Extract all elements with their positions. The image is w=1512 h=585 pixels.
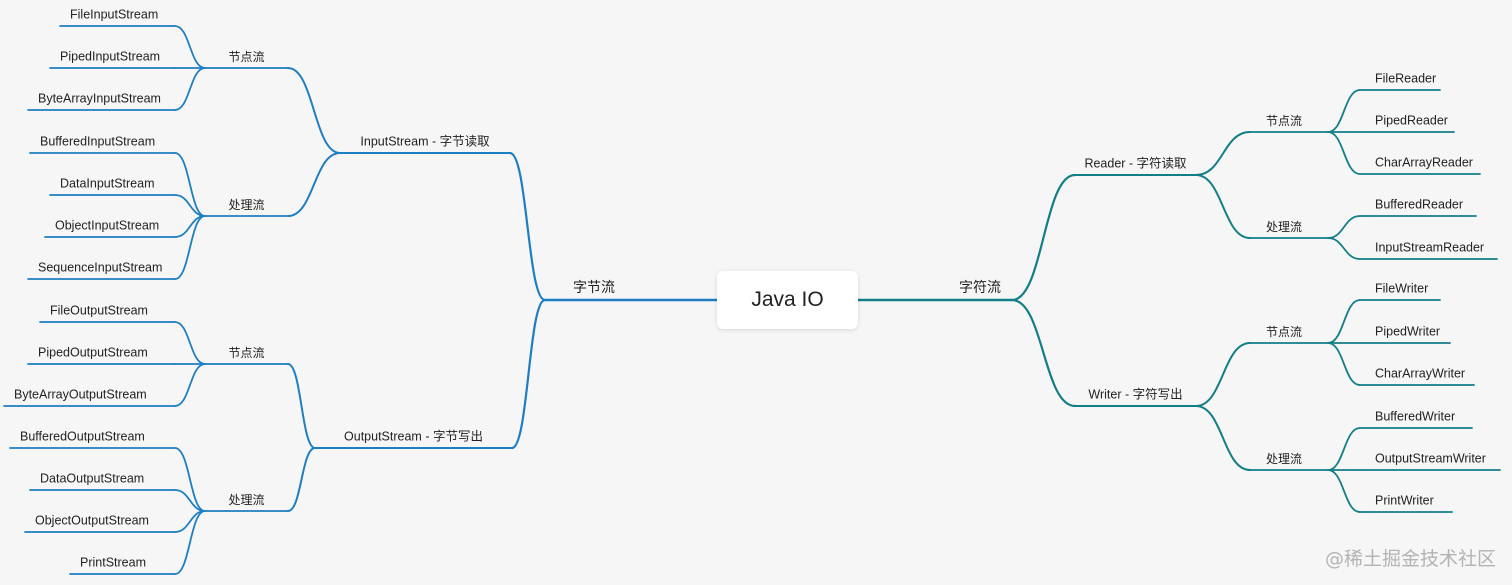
leaf-connector bbox=[174, 194, 206, 217]
level2-connector bbox=[1195, 342, 1251, 407]
level1-connector bbox=[1010, 173, 1077, 302]
leaf-connector bbox=[1327, 89, 1361, 133]
leaf-label[interactable]: CharArrayReader bbox=[1375, 155, 1473, 170]
leaf-label[interactable]: InputStreamReader bbox=[1375, 240, 1485, 255]
level2-connector bbox=[287, 152, 341, 217]
level2-label[interactable]: 处理流 bbox=[1265, 220, 1303, 234]
leaf-connector bbox=[174, 67, 206, 111]
leaf-label[interactable]: OutputStreamWriter bbox=[1375, 451, 1486, 466]
leaf-label[interactable]: BufferedOutputStream bbox=[20, 429, 145, 444]
leaf-label[interactable]: FileWriter bbox=[1375, 281, 1429, 296]
level2-label[interactable]: 节点流 bbox=[1265, 325, 1303, 339]
leaf-connector bbox=[174, 447, 206, 512]
main-branch-label[interactable]: 字节流 bbox=[573, 279, 615, 295]
leaf-label[interactable]: SequenceInputStream bbox=[38, 260, 163, 275]
level2-connector bbox=[1195, 131, 1251, 176]
leaf-connector bbox=[174, 152, 206, 217]
leaf-label[interactable]: FileReader bbox=[1375, 71, 1437, 86]
leaf-label[interactable]: PipedInputStream bbox=[60, 49, 161, 64]
leaf-label[interactable]: BufferedReader bbox=[1375, 197, 1464, 212]
leaf-connector bbox=[1327, 215, 1361, 239]
leaf-connector bbox=[174, 510, 206, 575]
leaf-connector bbox=[1327, 342, 1361, 386]
level2-label[interactable]: 节点流 bbox=[228, 346, 265, 360]
level2-connector bbox=[1195, 174, 1251, 239]
leaf-label[interactable]: DataInputStream bbox=[60, 176, 155, 191]
main-branch-label[interactable]: 字符流 bbox=[959, 279, 1001, 295]
level1-label[interactable]: Writer - 字符写出 bbox=[1088, 387, 1183, 402]
level1-connector bbox=[1010, 298, 1077, 408]
level2-connector bbox=[287, 67, 341, 154]
leaf-label[interactable]: CharArrayWriter bbox=[1375, 366, 1466, 381]
leaf-label[interactable]: PipedReader bbox=[1375, 113, 1448, 128]
leaf-label[interactable]: PipedWriter bbox=[1375, 324, 1441, 339]
level2-label[interactable]: 节点流 bbox=[228, 50, 265, 64]
level1-label[interactable]: Reader - 字符读取 bbox=[1084, 156, 1187, 171]
leaf-connector bbox=[1327, 299, 1361, 344]
leaf-connector bbox=[174, 25, 206, 69]
leaf-label[interactable]: ByteArrayOutputStream bbox=[14, 387, 147, 402]
leaf-label[interactable]: PrintStream bbox=[80, 555, 146, 570]
leaf-label[interactable]: BufferedWriter bbox=[1375, 409, 1456, 424]
leaf-connector bbox=[1327, 427, 1361, 471]
leaf-label[interactable]: DataOutputStream bbox=[40, 471, 145, 486]
leaf-label[interactable]: FileOutputStream bbox=[50, 303, 148, 318]
level1-connector bbox=[508, 151, 547, 302]
level1-label[interactable]: InputStream - 字节读取 bbox=[360, 134, 490, 149]
level2-connector bbox=[1195, 405, 1251, 471]
leaf-label[interactable]: ObjectOutputStream bbox=[35, 513, 149, 528]
leaf-connector bbox=[174, 489, 206, 512]
leaf-label[interactable]: PrintWriter bbox=[1375, 493, 1434, 508]
root-node[interactable]: Java IO bbox=[717, 271, 858, 329]
level2-label[interactable]: 处理流 bbox=[1265, 452, 1303, 466]
leaf-label[interactable]: PipedOutputStream bbox=[38, 345, 148, 360]
leaf-label[interactable]: BufferedInputStream bbox=[40, 134, 156, 149]
leaf-label[interactable]: FileInputStream bbox=[70, 7, 159, 22]
leaf-connector bbox=[174, 215, 206, 280]
level2-connector bbox=[287, 447, 316, 512]
leaf-connector bbox=[174, 321, 206, 365]
leaf-label[interactable]: ByteArrayInputStream bbox=[38, 91, 161, 106]
leaf-connector bbox=[1327, 469, 1361, 513]
level1-connector bbox=[510, 298, 547, 450]
level2-label[interactable]: 节点流 bbox=[1265, 114, 1303, 128]
leaf-connector bbox=[174, 363, 206, 407]
leaf-connector bbox=[1327, 237, 1361, 260]
level2-connector bbox=[287, 363, 316, 449]
leaf-label[interactable]: ObjectInputStream bbox=[55, 218, 160, 233]
watermark: @稀土掘金技术社区 bbox=[1324, 548, 1496, 570]
level1-label[interactable]: OutputStream - 字节写出 bbox=[344, 429, 483, 444]
leaf-connector bbox=[1327, 131, 1361, 175]
level2-label[interactable]: 处理流 bbox=[228, 493, 265, 507]
level2-label[interactable]: 处理流 bbox=[228, 198, 265, 212]
